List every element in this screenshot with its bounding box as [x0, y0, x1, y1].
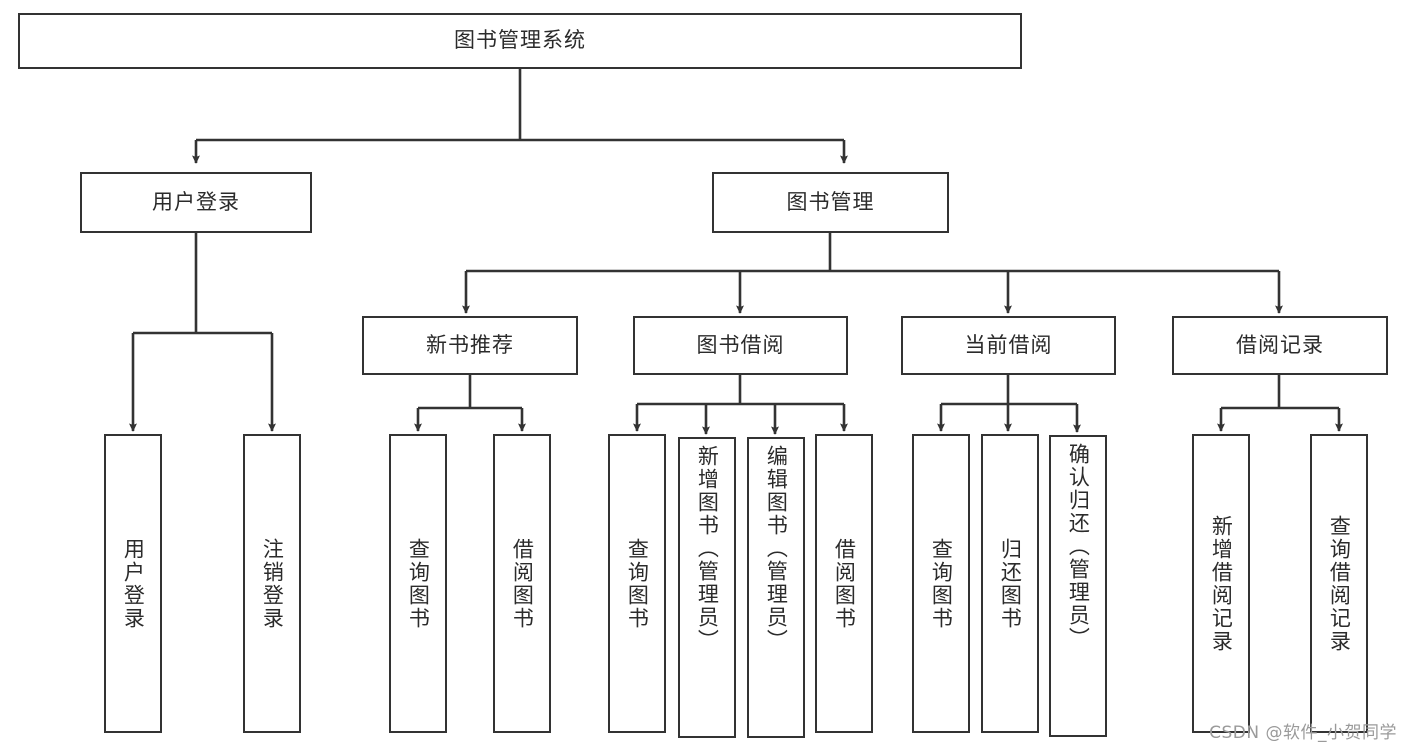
node-root-book-management-system[interactable]: 图书管理系统 [18, 13, 1022, 69]
node-current-borrow-label: 当前借阅 [964, 332, 1053, 357]
leaf-current-confirm-return-admin[interactable]: 确认归还（管理员） [1049, 435, 1107, 737]
leaf-borrow-edit-book-admin[interactable]: 编辑图书（管理员） [747, 437, 805, 738]
edges-current-to-leaves [937, 375, 1081, 433]
leaf-borrow-edit-book-admin-label: 编辑图书（管理员） [764, 445, 789, 652]
leaf-user-login-logout[interactable]: 注销登录 [243, 434, 301, 733]
leaf-current-query-book-label: 查询图书 [929, 537, 954, 630]
node-borrow-record[interactable]: 借阅记录 [1172, 316, 1388, 375]
node-user-login-label: 用户登录 [152, 189, 240, 214]
leaf-record-query-record[interactable]: 查询借阅记录 [1310, 434, 1368, 733]
leaf-current-query-book[interactable]: 查询图书 [912, 434, 970, 733]
leaf-user-login-logout-label: 注销登录 [260, 537, 285, 630]
leaf-user-login-login-label: 用户登录 [121, 537, 146, 630]
leaf-new-book-borrow-book[interactable]: 借阅图书 [493, 434, 551, 733]
leaf-record-add-record[interactable]: 新增借阅记录 [1192, 434, 1250, 733]
leaf-record-add-record-label: 新增借阅记录 [1209, 514, 1234, 653]
leaf-borrow-add-book-admin[interactable]: 新增图书（管理员） [678, 437, 736, 738]
edges-bookmgmt-to-level3 [462, 233, 1283, 314]
leaf-borrow-add-book-admin-label: 新增图书（管理员） [695, 445, 720, 652]
node-new-book-recommend-label: 新书推荐 [426, 332, 514, 357]
leaf-borrow-query-book-label: 查询图书 [625, 537, 650, 630]
edges-record-to-leaves [1217, 375, 1343, 432]
node-book-borrow[interactable]: 图书借阅 [633, 316, 848, 375]
csdn-watermark: CSDN @软件_小贺同学 [1209, 723, 1397, 743]
edges-newbook-to-leaves [414, 375, 526, 432]
leaf-new-book-query-book-label: 查询图书 [406, 537, 431, 630]
node-user-login[interactable]: 用户登录 [80, 172, 312, 233]
node-root-label: 图书管理系统 [454, 28, 586, 53]
leaf-current-return-book-label: 归还图书 [998, 537, 1023, 630]
edges-borrow-to-leaves [633, 375, 848, 435]
node-new-book-recommend[interactable]: 新书推荐 [362, 316, 578, 375]
node-book-borrow-label: 图书借阅 [696, 332, 785, 357]
node-current-borrow[interactable]: 当前借阅 [901, 316, 1116, 375]
node-book-management[interactable]: 图书管理 [712, 172, 949, 233]
edges-root-to-level2 [192, 69, 848, 164]
edges-userlogin-to-leaves [129, 233, 276, 432]
leaf-new-book-query-book[interactable]: 查询图书 [389, 434, 447, 733]
leaf-current-return-book[interactable]: 归还图书 [981, 434, 1039, 733]
node-book-management-label: 图书管理 [786, 189, 875, 214]
leaf-new-book-borrow-book-label: 借阅图书 [510, 537, 535, 630]
leaf-record-query-record-label: 查询借阅记录 [1327, 514, 1352, 653]
leaf-borrow-query-book[interactable]: 查询图书 [608, 434, 666, 733]
leaf-user-login-login[interactable]: 用户登录 [104, 434, 162, 733]
leaf-current-confirm-return-admin-label: 确认归还（管理员） [1066, 443, 1091, 650]
leaf-borrow-borrow-book-label: 借阅图书 [832, 537, 857, 630]
leaf-borrow-borrow-book[interactable]: 借阅图书 [815, 434, 873, 733]
node-borrow-record-label: 借阅记录 [1236, 332, 1324, 357]
